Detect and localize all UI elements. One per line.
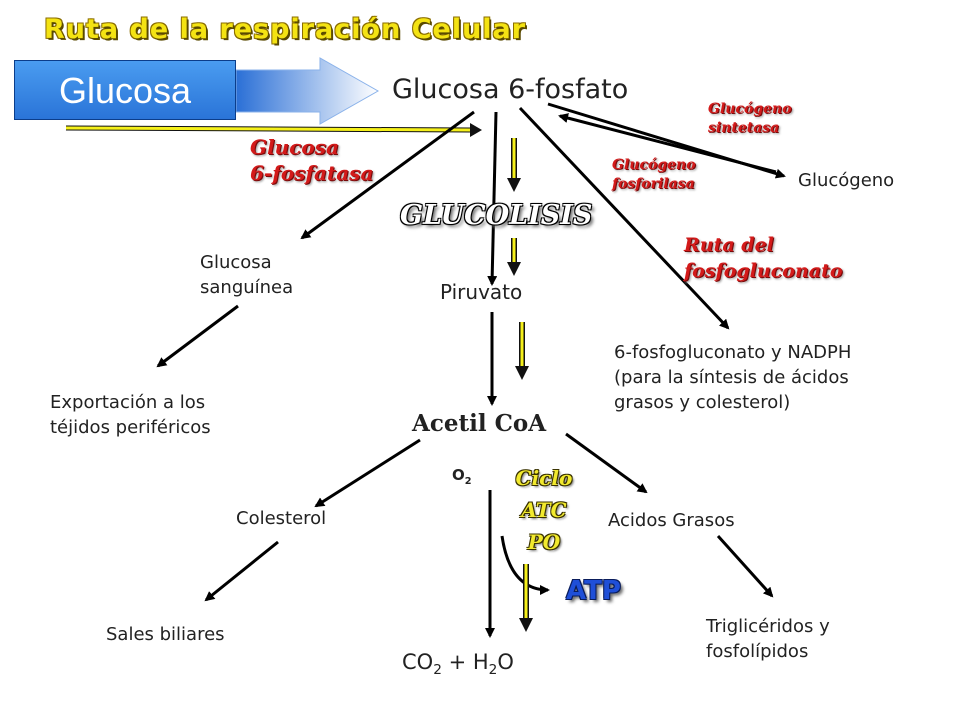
arrow-to-sales-biliares (204, 540, 279, 602)
node-co2-h2o: CO2 + H2O (402, 650, 514, 683)
node-acetil-coa: Acetil CoA (412, 410, 547, 437)
node-glucosa-sanguinea: Glucosa sanguínea (200, 250, 293, 300)
page-title: Ruta de la respiración Celular (44, 14, 527, 45)
yellow-arrow-glucosa (65, 123, 482, 137)
node-glucosa-sanguinea-line1: Glucosa (200, 252, 272, 273)
label-ciclo: Ciclo (515, 466, 573, 490)
arrow-to-acidos-grasos (565, 432, 648, 494)
label-glucosa-6-fosfatasa-line1: Glucosa (250, 135, 339, 159)
node-fosfogluconato-line1: 6-fosfogluconato y NADPH (614, 342, 852, 363)
label-ruta-fosfogluconato: Ruta del fosfogluconato (684, 232, 843, 284)
node-exportacion-line1: Exportación a los (50, 392, 206, 413)
label-glucogeno-fosforilasa-line2: fosforilasa (612, 176, 695, 192)
node-acidos-grasos: Acidos Grasos (608, 510, 735, 531)
o2-subscript: 2 (464, 476, 472, 487)
node-colesterol: Colesterol (236, 508, 327, 529)
yellow-arrow-3 (515, 322, 529, 380)
label-glucogeno-sintetasa-line1: Glucógeno (708, 101, 792, 117)
node-trigliceridos-line1: Triglicéridos y (706, 616, 830, 637)
node-exportacion-line2: téjidos periféricos (50, 417, 211, 438)
arrow-to-exportacion (156, 304, 239, 368)
arrow-to-trigliceridos (716, 534, 774, 598)
yellow-arrow-4 (519, 564, 533, 632)
label-glucosa-6-fosfatasa-line2: 6-fosfatasa (250, 161, 374, 185)
label-glucogeno-sintetasa-line2: sintetasa (708, 120, 780, 136)
label-ciclo-atc-po: Ciclo ATC PO (506, 462, 582, 558)
label-glucolisis: GLUCOLISIS (400, 200, 593, 231)
arrow-g6p-to-glucogeno (547, 102, 786, 179)
yellow-arrow-1 (507, 138, 521, 192)
label-ruta-fosfogluconato-line1: Ruta del (684, 234, 774, 256)
label-glucosa-6-fosfatasa: Glucosa 6-fosfatasa (250, 134, 373, 186)
h2o-subscript: 2 (488, 662, 498, 679)
node-piruvato: Piruvato (440, 280, 523, 304)
node-fosfogluconato-line3: grasos y colesterol) (614, 392, 791, 413)
label-ruta-fosfogluconato-line2: fosfogluconato (684, 260, 843, 282)
arrow-to-glucosa-sanguinea (300, 110, 475, 240)
node-glucosa-6-fosfato: Glucosa 6-fosfato (392, 74, 629, 105)
label-po: PO (527, 530, 561, 554)
o2-symbol: O (452, 466, 465, 484)
arrow-to-piruvato (487, 111, 498, 286)
node-trigliceridos-line2: fosfolípidos (706, 641, 809, 662)
arrow-to-fosfogluconato (518, 106, 730, 330)
h2o-o-symbol: O (497, 650, 514, 674)
big-flow-arrow (235, 57, 380, 125)
node-fosfogluconato: 6-fosfogluconato y NADPH (para la síntes… (614, 340, 851, 415)
yellow-arrow-2 (507, 238, 521, 276)
label-glucogeno-fosforilasa: Glucógeno fosforilasa (612, 156, 696, 194)
node-fosfogluconato-line2: (para la síntesis de ácidos (614, 367, 849, 388)
node-glucosa-sanguinea-line2: sanguínea (200, 277, 294, 298)
node-sales-biliares: Sales biliares (106, 624, 225, 645)
label-glucogeno-sintetasa: Glucógeno sintetasa (708, 100, 792, 138)
node-trigliceridos: Triglicéridos y fosfolípidos (706, 614, 830, 664)
label-o2: O2 (452, 466, 472, 487)
plus-h-symbol: + H (448, 650, 489, 674)
node-exportacion: Exportación a los téjidos periféricos (50, 390, 211, 440)
arrow-to-atp (500, 535, 550, 595)
co2-symbol: CO (402, 650, 434, 674)
label-atc: ATC (521, 498, 567, 522)
co2-subscript: 2 (433, 662, 442, 679)
arrow-to-colesterol (314, 438, 421, 508)
node-glucogeno: Glucógeno (798, 170, 895, 191)
label-glucogeno-fosforilasa-line1: Glucógeno (612, 157, 696, 173)
glucosa-box: Glucosa (14, 60, 236, 120)
label-atp: ATP (566, 576, 621, 606)
